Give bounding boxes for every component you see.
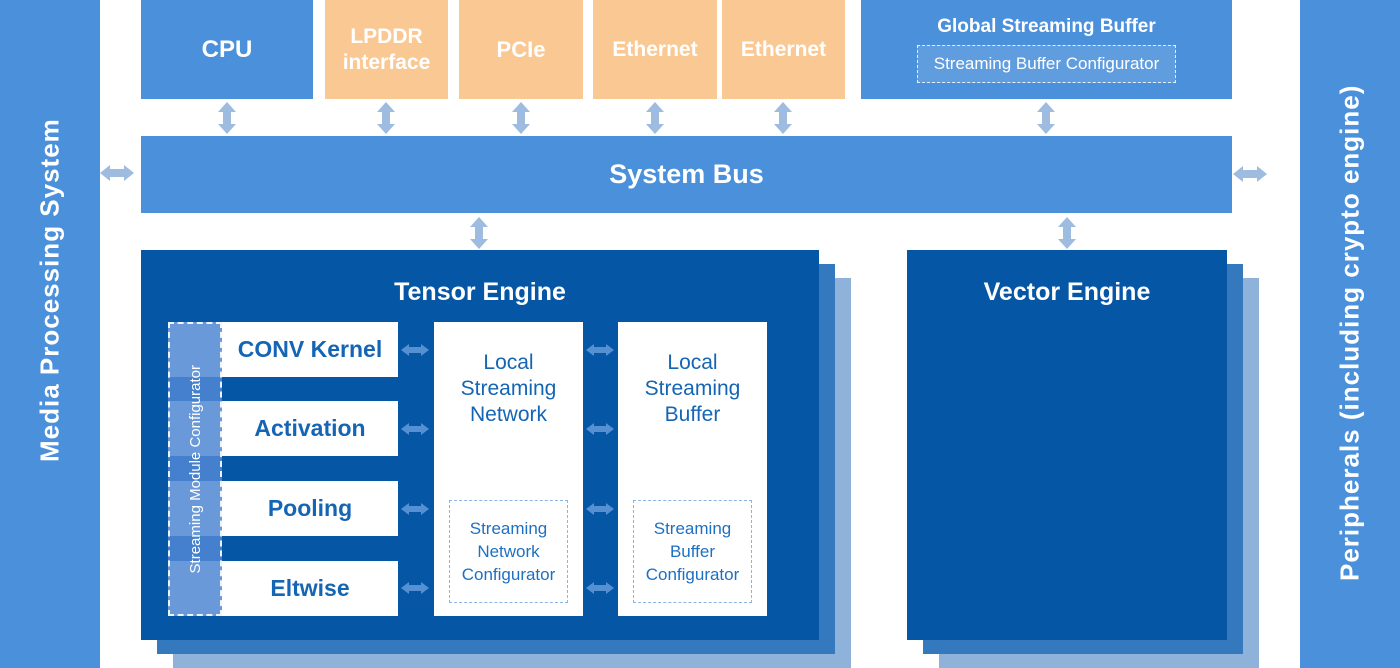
- media-processing-system-label: Media Processing System: [34, 118, 65, 462]
- lpddr-interface-label: LPDDR interface: [342, 24, 431, 74]
- double-arrow-icon: [774, 102, 792, 134]
- local-streaming-network-title: Local Streaming Network: [460, 351, 557, 426]
- double-arrow-icon: [512, 102, 530, 134]
- ethernet-block-2: Ethernet: [722, 0, 845, 99]
- double-arrow-icon: [586, 582, 614, 594]
- cpu-label: CPU: [201, 35, 253, 63]
- streaming-network-configurator-label: Streaming Network Configurator: [461, 519, 556, 584]
- peripherals-bar: Peripherals (including crypto engine): [1300, 0, 1400, 668]
- double-arrow-icon: [401, 503, 429, 515]
- double-arrow-icon: [1037, 102, 1055, 134]
- double-arrow-icon: [1233, 166, 1267, 182]
- double-arrow-icon: [218, 102, 236, 134]
- system-bus-label: System Bus: [609, 159, 764, 189]
- eltwise-label: Eltwise: [270, 575, 350, 601]
- vector-engine-block: Vector Engine: [907, 250, 1227, 640]
- streaming-module-configurator-label: Streaming Module Configurator: [186, 364, 204, 574]
- double-arrow-icon: [401, 582, 429, 594]
- media-processing-system-bar: Media Processing System: [0, 0, 100, 668]
- activation-label: Activation: [254, 415, 366, 441]
- double-arrow-icon: [377, 102, 395, 134]
- local-streaming-buffer-block: Local Streaming Buffer Streaming Buffer …: [618, 322, 767, 616]
- double-arrow-icon: [401, 344, 429, 356]
- local-streaming-buffer-title: Local Streaming Buffer: [644, 351, 741, 426]
- global-streaming-buffer-block: Global Streaming Buffer Streaming Buffer…: [861, 0, 1232, 99]
- peripherals-label: Peripherals (including crypto engine): [1334, 84, 1365, 581]
- pcie-block: PCIe: [459, 0, 583, 99]
- lpddr-interface-block: LPDDR interface: [325, 0, 448, 99]
- system-bus: System Bus: [141, 136, 1232, 213]
- streaming-buffer-configurator-label: Streaming Buffer Configurator: [933, 54, 1160, 73]
- streaming-buffer-configurator-label-local: Streaming Buffer Configurator: [645, 519, 740, 584]
- double-arrow-icon: [401, 423, 429, 435]
- pooling-label: Pooling: [267, 495, 353, 521]
- double-arrow-icon: [100, 165, 134, 181]
- ethernet-block-1: Ethernet: [593, 0, 717, 99]
- global-streaming-buffer-title: Global Streaming Buffer: [937, 16, 1156, 37]
- streaming-network-configurator-box: Streaming Network Configurator: [449, 500, 568, 603]
- streaming-buffer-configurator-box-local: Streaming Buffer Configurator: [633, 500, 752, 603]
- double-arrow-icon: [646, 102, 664, 134]
- double-arrow-icon: [1058, 217, 1076, 249]
- ethernet-label-1: Ethernet: [612, 37, 698, 61]
- double-arrow-icon: [470, 217, 488, 249]
- double-arrow-icon: [586, 344, 614, 356]
- streaming-module-configurator-strip: Streaming Module Configurator: [168, 322, 222, 616]
- pcie-label: PCIe: [496, 36, 546, 62]
- vector-engine-title: Vector Engine: [983, 278, 1151, 306]
- double-arrow-icon: [586, 423, 614, 435]
- ethernet-label-2: Ethernet: [740, 37, 827, 61]
- double-arrow-icon: [586, 503, 614, 515]
- streaming-buffer-configurator-box: Streaming Buffer Configurator: [917, 45, 1176, 83]
- conv-kernel-label: CONV Kernel: [237, 336, 383, 362]
- cpu-block: CPU: [141, 0, 313, 99]
- local-streaming-network-block: Local Streaming Network Streaming Networ…: [434, 322, 583, 616]
- tensor-engine-title: Tensor Engine: [394, 278, 566, 306]
